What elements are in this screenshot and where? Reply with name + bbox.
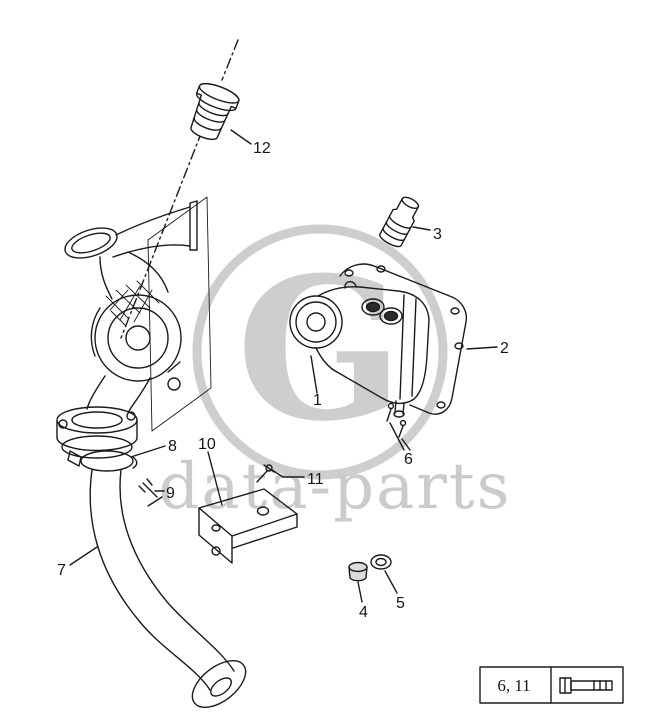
- leader-4: [357, 581, 363, 603]
- leader-3: [412, 226, 431, 231]
- legend-box: [479, 666, 624, 704]
- part-bolts-6: [386, 402, 407, 438]
- part-cooler-1: [289, 281, 430, 418]
- part-plug-4: [348, 561, 368, 582]
- watermark-text: data-parts: [159, 450, 512, 524]
- callout-5: 5: [396, 595, 405, 612]
- callout-1: 1: [313, 392, 322, 409]
- callout-10: 10: [198, 436, 216, 453]
- callout-2: 2: [500, 340, 509, 357]
- part-clamp-8: [67, 450, 138, 472]
- leader-12: [230, 129, 252, 145]
- part-bracket-10: [198, 488, 298, 564]
- watermark-circle: [192, 224, 448, 480]
- centerline-12: [120, 39, 239, 339]
- part-gasket-2: [339, 263, 468, 415]
- leader-6b: [401, 438, 411, 451]
- leader-11: [271, 469, 305, 478]
- leader-1: [310, 355, 318, 394]
- part-washer-5: [370, 554, 392, 570]
- callout-6: 6: [404, 451, 413, 468]
- watermark-logo: G data-parts: [159, 224, 512, 524]
- watermark-letter: G: [236, 235, 403, 465]
- part-pipe-7: [89, 469, 247, 709]
- callout-9: 9: [166, 485, 175, 502]
- callout-3: 3: [433, 226, 442, 243]
- callout-11: 11: [307, 471, 324, 488]
- callout-12: 12: [253, 140, 271, 157]
- leader-8: [130, 445, 166, 458]
- callout-8: 8: [168, 438, 177, 455]
- part-plug-12: [190, 82, 240, 141]
- part-housing-assembly: [56, 200, 198, 459]
- part-fitting-3: [379, 196, 420, 248]
- callout-4: 4: [359, 604, 368, 621]
- legend-label: 6, 11: [497, 676, 530, 695]
- leader-5: [384, 570, 398, 594]
- reference-plane: [147, 196, 212, 432]
- callout-7: 7: [57, 562, 66, 579]
- leader-10: [207, 451, 223, 506]
- leader-6a: [389, 422, 405, 451]
- part-clip-9: [138, 478, 163, 507]
- bolt-icon: [559, 677, 613, 694]
- callouts: 12 3 2 1 6 8 10 9 11 7 4 5: [57, 140, 509, 621]
- leader-7: [69, 546, 98, 566]
- leader-2: [466, 346, 498, 350]
